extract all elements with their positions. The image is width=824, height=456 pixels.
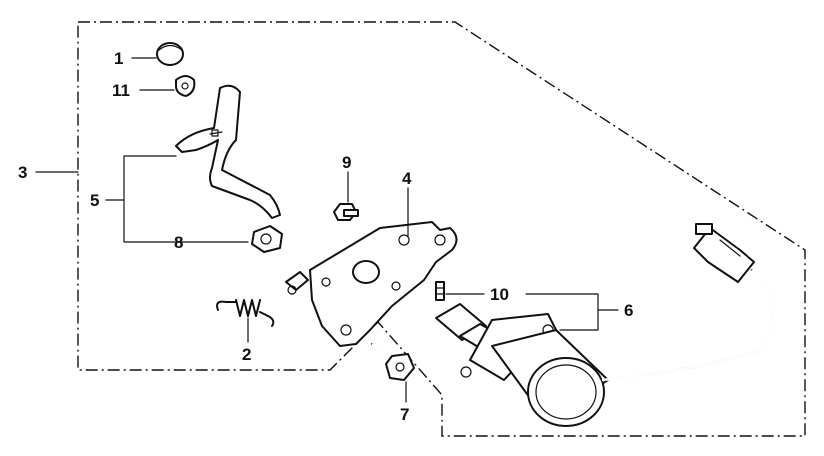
part-1-cap [156, 42, 184, 66]
part-8-nut [251, 225, 283, 253]
part-2-spring [216, 299, 275, 327]
callout-6: 6 [624, 301, 633, 320]
part-5-lever [175, 84, 281, 219]
part-10-pin [435, 281, 445, 301]
part-4-bracket-plate [285, 221, 458, 347]
callout-7: 7 [400, 405, 409, 424]
callout-9: 9 [342, 153, 351, 172]
callout-4: 4 [402, 169, 412, 188]
callout-11: 11 [112, 81, 130, 100]
part-11-clip [175, 75, 196, 97]
callout-8: 8 [174, 233, 183, 252]
callout-10: 10 [490, 285, 509, 304]
callout-3: 3 [18, 163, 27, 182]
callout-2: 2 [242, 345, 251, 364]
part-7-bolt [371, 342, 415, 381]
wire-harness [601, 223, 775, 382]
callout-5: 5 [90, 191, 99, 210]
part-9-bolt [333, 203, 359, 221]
leader-lines [35, 57, 619, 403]
callout-1: 1 [114, 49, 123, 68]
assembly-boundary [77, 21, 806, 437]
part-6-solenoid-motor [435, 303, 609, 427]
